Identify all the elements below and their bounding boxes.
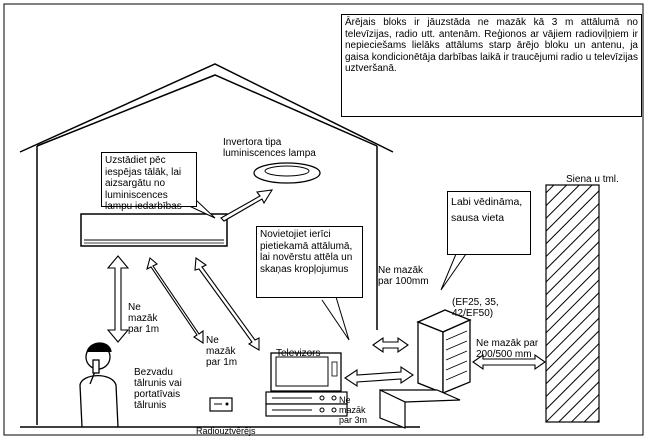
person-on-phone-icon	[79, 342, 119, 428]
ventilation-note: Labi vēdināma, sausa vieta	[447, 191, 531, 255]
interference-distance-note: Novietojiet ierīci pietiekamā attālumā, …	[256, 226, 363, 298]
house-outline	[19, 63, 420, 428]
indoor-unit-icon	[80, 213, 228, 247]
distance-arrows	[106, 189, 546, 388]
outdoor-unit-icon	[379, 309, 472, 429]
fluorescent-distance-note: Uzstādiet pēc iespējas tālāk, lai aizsar…	[101, 152, 197, 212]
tv-label: Televizors	[276, 348, 320, 359]
radio-icon	[209, 397, 233, 412]
television-icon	[265, 352, 348, 417]
antenna-distance-note: Ārējais bloks ir jāuzstāda ne mazāk kā 3…	[341, 14, 642, 117]
radio-label: Radiouztvērējs	[196, 426, 256, 436]
model-label: (EF25, 35,42/EF50)	[452, 297, 499, 319]
wall-hatch	[545, 184, 600, 423]
wall-label: Siena u tml.	[566, 174, 619, 185]
frame-border	[3, 3, 644, 436]
fluorescent-lamp-icon	[253, 162, 321, 184]
